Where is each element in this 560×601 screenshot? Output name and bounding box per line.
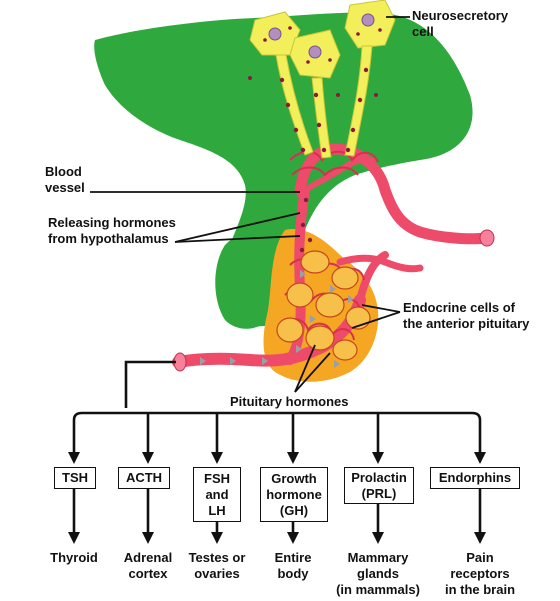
target-entire-body: Entire body [274, 550, 312, 581]
label-neurosecretory-cell: Neurosecretory cell [412, 8, 509, 39]
target-testes-ovaries: Testes or ovaries [188, 550, 246, 581]
target-adrenal-cortex: Adrenal cortex [123, 550, 173, 581]
arrowheads [68, 452, 486, 464]
target-arrowheads [68, 532, 486, 544]
hormone-box-acth: ACTH [118, 467, 170, 489]
hormone-box-endorphins: Endorphins [430, 467, 520, 489]
target-mammary-glands: Mammary glands (in mammals) [336, 550, 420, 597]
hormone-box-prolactin: Prolactin (PRL) [344, 467, 414, 504]
hypothalamus [94, 12, 473, 327]
label-pituitary-hormones: Pituitary hormones [230, 394, 349, 409]
cell-nuclei [268, 13, 375, 59]
target-thyroid: Thyroid [50, 550, 98, 565]
label-blood-vessel: Blood vessel [45, 164, 85, 195]
target-lines [72, 488, 482, 533]
secretory-vesicles [248, 26, 382, 253]
hormone-box-fsh-lh: FSH and LH [193, 467, 241, 522]
vessel-end [479, 229, 495, 247]
hormone-granules [200, 270, 354, 368]
label-endocrine-cells: Endocrine cells of the anterior pituitar… [403, 300, 530, 331]
endocrine-cells [276, 250, 371, 361]
hormone-box-gh: Growth hormone (GH) [260, 467, 328, 522]
hormone-box-tsh: TSH [54, 467, 96, 489]
distribution-lines [72, 360, 482, 455]
label-releasing-hormones: Releasing hormones from hypothalamus [48, 215, 176, 246]
leader-lines [90, 16, 410, 393]
target-pain-receptors: Pain receptors in the brain [444, 550, 516, 597]
